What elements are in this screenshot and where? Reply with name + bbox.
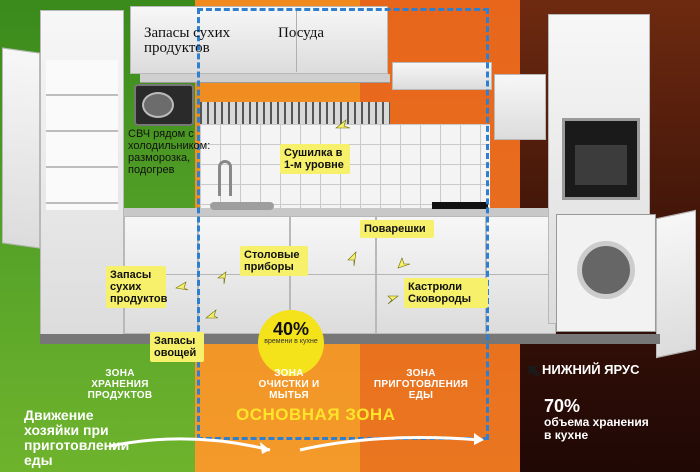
label-ladles: Поварешки bbox=[360, 220, 434, 238]
upper-cabinet bbox=[130, 6, 388, 74]
arrow-icon bbox=[347, 251, 357, 267]
label-pots: Кастрюли Сковороды bbox=[404, 278, 488, 308]
microwave-window bbox=[142, 92, 174, 118]
label-veg-stock: Запасы овощей bbox=[150, 332, 204, 362]
arrow-icon bbox=[335, 119, 351, 129]
cabinet-divider bbox=[296, 8, 297, 72]
washing-machine bbox=[556, 214, 656, 332]
main-zone-frame bbox=[197, 8, 489, 440]
label-microwave: СВЧ рядом с холодильником: разморозка, п… bbox=[128, 128, 211, 176]
faucet bbox=[218, 160, 232, 196]
movement-caption: Движение хозяйки при приготовлении еды bbox=[24, 407, 130, 468]
lower-tier-percent: 70% bbox=[544, 396, 581, 416]
arrow-icon bbox=[397, 257, 411, 269]
range-hood bbox=[392, 62, 492, 90]
wall-shelf bbox=[140, 74, 390, 83]
time-percent-badge: 40% времени в кухне bbox=[258, 310, 324, 376]
badge-percent: 40% bbox=[272, 319, 310, 339]
plinth bbox=[40, 334, 660, 344]
arrow-icon bbox=[175, 281, 189, 291]
badge-caption: времени в кухне bbox=[264, 338, 318, 345]
label-cutlery: Столовые приборы bbox=[240, 246, 308, 276]
main-zone-title: ОСНОВНАЯ ЗОНА bbox=[236, 405, 396, 424]
pointer-icon bbox=[528, 366, 540, 377]
zone-cooking-caption: ЗОНА ПРИГОТОВЛЕНИЯ ЕДЫ bbox=[373, 368, 469, 401]
arrow-icon bbox=[217, 271, 227, 285]
label-dishes: Посуда bbox=[278, 25, 325, 41]
arrow-icon bbox=[260, 442, 270, 454]
movement-arrow-1 bbox=[109, 437, 271, 452]
zone-cleaning-caption: ЗОНА ОЧИСТКИ И МЫТЬЯ bbox=[258, 368, 320, 401]
arrow-icon bbox=[474, 433, 484, 445]
arrow-icon bbox=[205, 309, 219, 319]
lower-tier-caption: объема хранения в кухне bbox=[544, 415, 649, 442]
washing-machine-door bbox=[577, 241, 635, 299]
label-dry-stock: Запасы сухих продуктов bbox=[106, 266, 167, 308]
cooktop bbox=[432, 202, 488, 209]
movement-arrow-2 bbox=[299, 436, 481, 452]
base-cabinet-5 bbox=[486, 216, 556, 334]
corner-cabinet bbox=[494, 74, 546, 140]
arrow-icon bbox=[387, 295, 399, 305]
label-dryer: Сушилка в 1-м уровне bbox=[280, 144, 350, 174]
sink bbox=[210, 202, 274, 210]
drawer-line bbox=[124, 274, 556, 275]
zone-storage-caption: ЗОНА ХРАНЕНИЯ ПРОДУКТОВ bbox=[87, 368, 153, 401]
fridge-shelves bbox=[46, 60, 118, 210]
lower-tier-title: НИЖНИЙ ЯРУС bbox=[542, 362, 640, 377]
label-dry-goods-top: Запасы сухих продуктов bbox=[144, 25, 231, 56]
microwave bbox=[134, 84, 194, 126]
oven-window bbox=[575, 145, 627, 185]
oven bbox=[562, 118, 640, 200]
